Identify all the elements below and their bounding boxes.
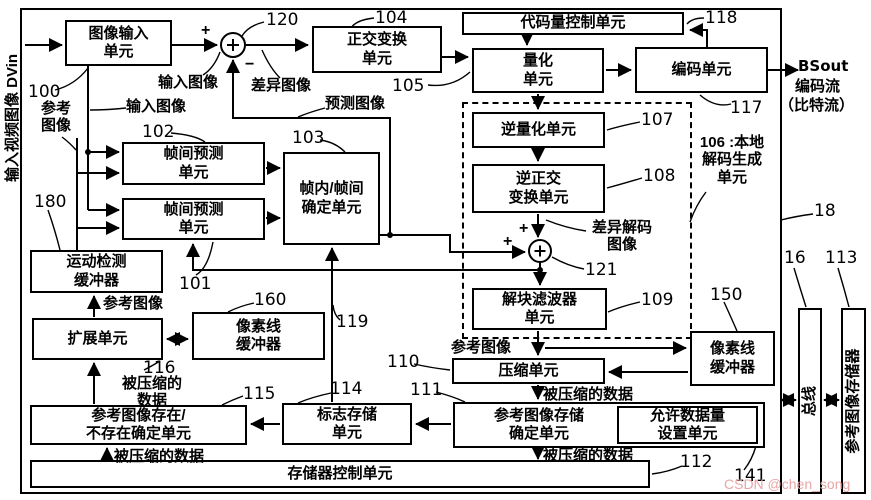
ref-label-16: 16	[784, 248, 806, 268]
reference-image-label-mid: 参考图像	[451, 339, 512, 356]
ref-label-118: 118	[705, 8, 738, 28]
input-image-label-a: 输入图像	[158, 74, 219, 91]
ref-label-112: 112	[680, 452, 713, 472]
block-orthogonal-transform-unit: 正交变换 单元	[312, 26, 442, 73]
input-image-label-b: 输入图像	[126, 98, 187, 115]
block-ref-image-presence-decision-unit: 参考图像存在/ 不存在确定单元	[30, 405, 247, 445]
ref-label-141: 141	[734, 466, 767, 486]
compressed-data-label-1: 被压缩的数据	[543, 386, 634, 403]
ref-label-180: 180	[34, 192, 67, 212]
block-code-amount-control-unit: 代码量控制单元	[462, 12, 684, 35]
ref-label-160: 160	[254, 290, 287, 310]
ref-label-117: 117	[730, 98, 763, 118]
ref-label-104: 104	[375, 8, 408, 28]
block-inverse-quantization-unit: 逆量化单元	[472, 112, 605, 148]
ref-label-105: 105	[392, 76, 425, 96]
ref-label-18: 18	[814, 201, 836, 221]
adder-120-minus-sign: −	[245, 56, 255, 73]
encoded-stream-label: 编码流	[795, 78, 841, 95]
ref-label-113: 113	[825, 248, 858, 268]
block-inverse-orthogonal-transform-unit: 逆正交 变换单元	[472, 164, 605, 213]
ref-label-150: 150	[710, 285, 743, 305]
block-compression-unit: 压缩单元	[452, 358, 605, 384]
input-video-label: 输入视频图像 DVin	[4, 53, 21, 183]
block-expansion-unit: 扩展单元	[32, 318, 163, 360]
encoder-outer-frame	[20, 8, 782, 494]
ref-label-101: 101	[179, 274, 212, 294]
block-deblocking-filter-unit: 解块滤波器 单元	[472, 288, 607, 330]
ref-label-119: 119	[336, 312, 369, 332]
prediction-image-label: 预测图像	[325, 95, 386, 112]
block-intra-inter-decision-unit: 帧内/帧间 确定单元	[283, 152, 380, 245]
block-inter-prediction-unit-101: 帧间预测 单元	[122, 198, 265, 240]
bsout-label: BSout	[798, 57, 849, 75]
difference-decoded-image-label: 差异解码 图像	[591, 219, 652, 254]
local-decode-generation-label: 106 :本地 解码生成 单元	[699, 134, 765, 186]
ref-image-storage-decision-label: 参考图像存储 确定单元	[493, 406, 584, 442]
ref-label-116: 116	[143, 358, 176, 378]
ref-label-102: 102	[142, 122, 175, 142]
adder-121-plus-sign-top: +	[519, 220, 529, 237]
difference-image-label: 差异图像	[251, 77, 312, 94]
ref-label-111: 111	[410, 380, 443, 400]
compressed-data-label-4: 被压缩的数据	[114, 448, 205, 465]
block-quantization-unit: 量化 单元	[472, 48, 604, 93]
adder-120-plus-sign: +	[201, 22, 211, 39]
reference-image-label-left: 参考 图像	[40, 100, 71, 135]
block-memory-control-unit: 存储器控制单元	[30, 460, 650, 488]
bitstream-label: （比特流）	[779, 97, 855, 114]
ref-label-115: 115	[243, 384, 276, 404]
block-bus: 总线	[798, 308, 822, 494]
adder-121-plus-sign-left: +	[503, 233, 513, 250]
ref-label-108: 108	[643, 166, 676, 186]
block-image-input-unit: 图像输入 单元	[65, 20, 172, 66]
watermark-text: CSDN @chen_song	[724, 476, 851, 492]
block-pixel-line-buffer-150: 像素线 缓冲器	[690, 331, 775, 386]
block-pixel-line-buffer-160: 像素线 缓冲器	[192, 312, 325, 360]
compressed-data-label-3: 被压缩的 数据	[121, 375, 182, 410]
block-motion-detection-buffer: 运动检测 缓冲器	[30, 250, 163, 293]
compressed-data-label-2: 被压缩的数据	[543, 447, 634, 464]
ref-image-memory-label: 参考图像存储器	[844, 348, 862, 454]
bus-label: 总线	[800, 385, 818, 416]
ref-label-100: 100	[28, 82, 61, 102]
ref-label-110: 110	[387, 352, 420, 372]
ref-label-109: 109	[641, 290, 674, 310]
block-inter-prediction-unit-102: 帧间预测 单元	[122, 142, 265, 185]
block-ref-image-memory: 参考图像存储器	[841, 308, 866, 494]
ref-label-107: 107	[641, 110, 674, 130]
ref-label-121: 121	[585, 260, 618, 280]
block-allowed-data-amount-setting-unit: 允许数据量 设置单元	[617, 406, 758, 444]
reference-image-label-expansion: 参考图像	[103, 295, 164, 312]
block-encoding-unit: 编码单元	[635, 47, 768, 93]
ref-label-103: 103	[292, 128, 325, 148]
ref-label-120: 120	[266, 10, 299, 30]
block-flag-storage-unit: 标志存储 单元	[282, 403, 412, 445]
ref-label-114: 114	[330, 379, 363, 399]
